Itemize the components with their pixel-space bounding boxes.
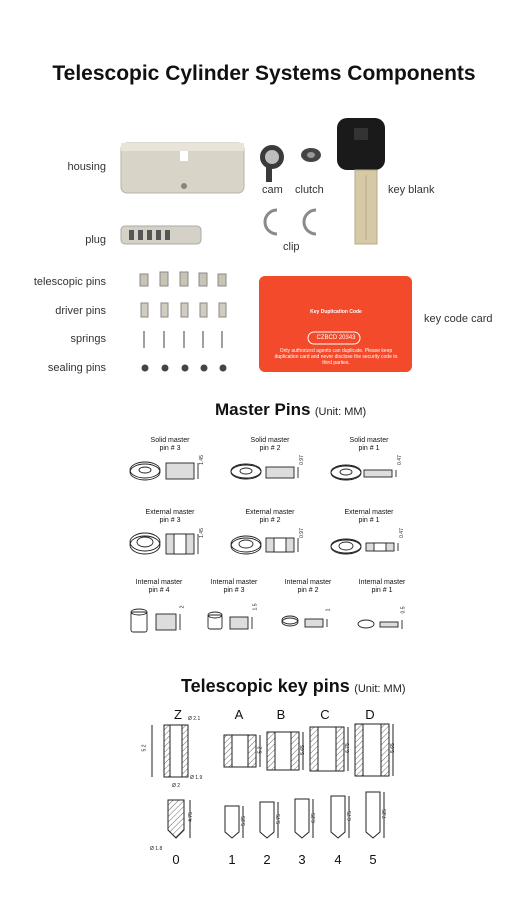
pin-5-drawing [365, 791, 385, 839]
solid-pin-1-drawing [330, 464, 397, 481]
sleeve-d-dim: 5.65 [389, 743, 396, 753]
sleeve-c-dim: 6.75 [344, 743, 351, 753]
key-pins-heading: Telescopic key pins (Unit: MM) [181, 676, 406, 697]
pin-3-drawing [294, 798, 314, 839]
sleeve-z-dim: 5.2 [141, 744, 148, 752]
pin-2-dim: 5.75 [275, 814, 282, 824]
pin-0-dim: 4.75 [187, 812, 194, 822]
label-housing: housing [67, 161, 106, 173]
sleeve-d-drawing [354, 723, 394, 777]
label-springs: springs [70, 333, 106, 345]
sleeve-z-drawing [151, 724, 189, 778]
sleeve-letter-b: B [276, 707, 286, 722]
key-pins-unit: (Unit: MM) [354, 683, 406, 695]
key-code-card-image [259, 276, 412, 372]
sleeve-c-drawing [309, 726, 349, 772]
external-pin-2-drawing [230, 535, 299, 555]
card-code: CZBCD 20343 [316, 335, 356, 341]
label-key-code-card: key code card [424, 313, 493, 325]
sealing-pins-image [141, 364, 227, 372]
z-top-dim: Ø 2.1 [188, 716, 201, 722]
sleeve-b-dim: 5.65 [299, 745, 306, 755]
cam-image [260, 145, 284, 182]
pin-number-4: 4 [334, 852, 342, 867]
housing-image [120, 142, 245, 194]
master-pins-title: Master Pins [215, 400, 311, 419]
internal-pin-2-drawing [281, 615, 328, 628]
solid-pin-3-drawing [129, 461, 199, 481]
internal-pin-4-drawing [130, 608, 181, 633]
master-pins-heading: Master Pins (Unit: MM) [215, 400, 366, 420]
clip-image [263, 208, 317, 236]
master-pins-unit: (Unit: MM) [314, 406, 367, 418]
card-heading: Key Duplication Code [310, 309, 362, 315]
sleeve-letter-c: C [320, 707, 330, 722]
driver-pins-image [140, 302, 227, 318]
clutch-image [301, 148, 321, 162]
pin-0-drawing [167, 799, 191, 839]
pin-number-5: 5 [369, 852, 377, 867]
springs-image [143, 331, 223, 348]
page-title: Telescopic Cylinder Systems Components [52, 62, 476, 85]
pin-3-dim: 6.25 [310, 813, 317, 823]
pin-number-3: 3 [298, 852, 306, 867]
sleeve-a-drawing [223, 734, 261, 768]
sleeve-b-drawing [266, 731, 304, 771]
sleeve-letter-a: A [234, 707, 244, 722]
pin-1-drawing [224, 805, 244, 839]
card-note: Only authorized agents can duplicate. Pl… [274, 348, 398, 366]
pin-4-dim: 6.75 [346, 811, 353, 821]
sleeve-letter-d: D [365, 707, 375, 722]
internal-pin-3-drawing [207, 611, 253, 630]
label-key-blank: key blank [388, 184, 435, 196]
key-blank-image [337, 118, 385, 245]
pin-number-0: 0 [172, 852, 180, 867]
telescopic-pins-image [139, 271, 227, 287]
pin-1-dim: 5.25 [240, 816, 247, 826]
pin-number-1: 1 [228, 852, 236, 867]
pin-5-dim: 7.25 [381, 809, 388, 819]
z-low-dim: Ø 2 [172, 783, 181, 789]
plug-image [120, 225, 202, 245]
internal-pin-1-drawing [357, 619, 403, 629]
label-driver-pins: driver pins [55, 305, 106, 317]
pin-2-drawing [259, 801, 279, 839]
sleeve-a-dim: 5.2 [257, 746, 264, 754]
pin-4-drawing [330, 795, 350, 839]
sleeve-letter-z: Z [174, 707, 182, 722]
zero-dim: Ø 1.8 [150, 846, 163, 852]
label-sealing-pins: sealing pins [47, 362, 106, 374]
label-clutch: clutch [295, 184, 324, 196]
key-pins-title: Telescopic key pins [181, 676, 350, 696]
z-mid-dim: Ø 1.9 [190, 775, 203, 781]
pin-number-2: 2 [263, 852, 271, 867]
label-clip: clip [283, 241, 300, 253]
label-cam: cam [262, 184, 283, 196]
label-telescopic-pins: telescopic pins [33, 276, 106, 288]
solid-pin-2-drawing [230, 463, 299, 480]
external-pin-3-drawing [129, 532, 199, 555]
external-pin-1-drawing [330, 538, 399, 555]
label-plug: plug [85, 234, 106, 246]
